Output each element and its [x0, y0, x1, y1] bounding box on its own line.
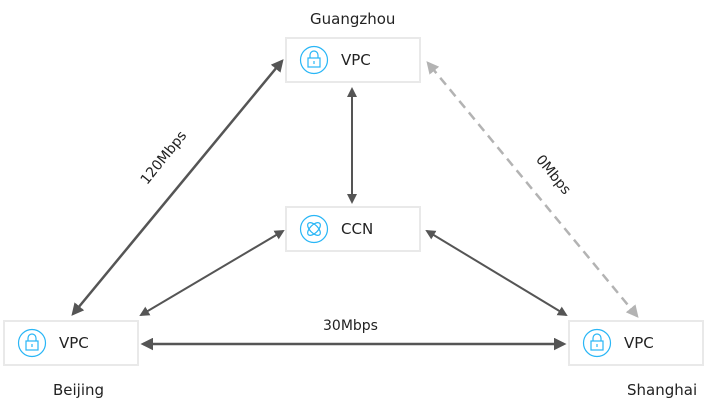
link-ccn-beijing: [139, 229, 285, 317]
node-label: VPC: [624, 334, 654, 352]
city-shanghai: Shanghai: [627, 381, 698, 399]
lock-icon: [582, 328, 612, 358]
link-shanghai-guangzhou: [426, 61, 639, 318]
city-beijing: Beijing: [53, 381, 105, 399]
node-beijing-vpc[interactable]: VPC: [3, 320, 139, 366]
node-label: VPC: [59, 334, 89, 352]
node-label: CCN: [341, 220, 374, 238]
link-ccn-shanghai: [425, 229, 568, 317]
link-beijing-guangzhou: [71, 59, 284, 316]
node-ccn[interactable]: CCN: [285, 206, 421, 252]
lock-icon: [17, 328, 47, 358]
node-shanghai-vpc[interactable]: VPC: [568, 320, 704, 366]
node-label: VPC: [341, 51, 371, 69]
city-guangzhou: Guangzhou: [310, 10, 396, 28]
bandwidth-beijing-shanghai: 30Mbps: [323, 318, 378, 334]
node-guangzhou-vpc[interactable]: VPC: [285, 37, 421, 83]
lock-icon: [299, 45, 329, 75]
atom-icon: [299, 214, 329, 244]
